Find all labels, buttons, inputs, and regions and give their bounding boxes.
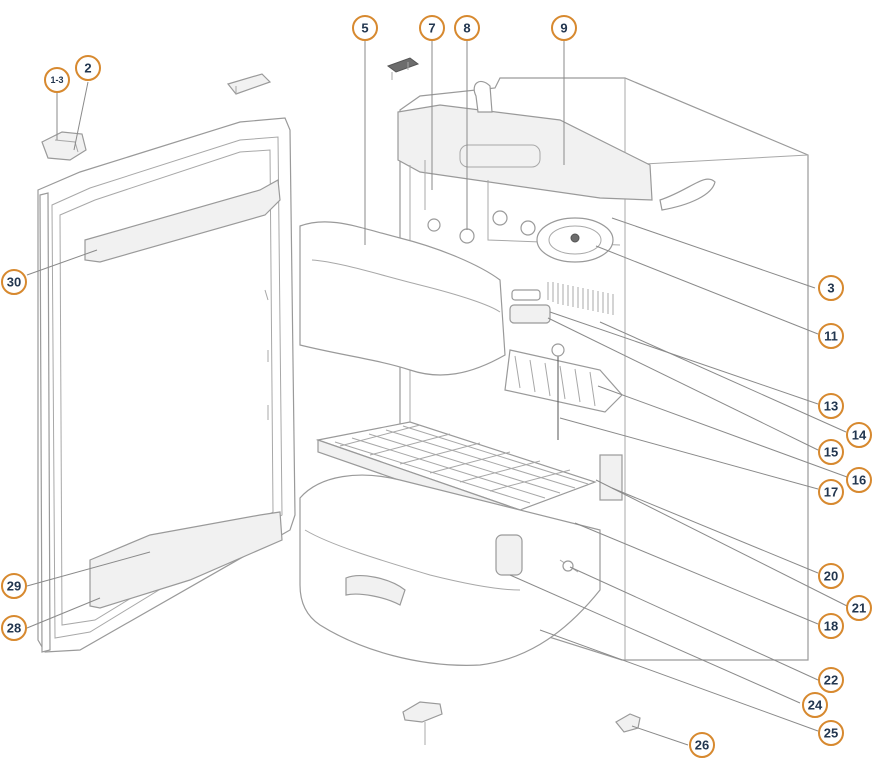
callout-30: 30	[1, 269, 27, 295]
callout-2: 2	[75, 55, 101, 81]
callout-16-label: 16	[852, 473, 866, 488]
callout-5: 5	[352, 15, 378, 41]
callout-8: 8	[454, 15, 480, 41]
callout-3-label: 3	[827, 281, 834, 296]
callout-29: 29	[1, 573, 27, 599]
callout-11: 11	[818, 323, 844, 349]
callout-16: 16	[846, 467, 872, 493]
callout-8-label: 8	[463, 21, 470, 36]
callout-18-label: 18	[824, 619, 838, 634]
callout-28-label: 28	[7, 621, 21, 636]
callout-30-label: 30	[7, 275, 21, 290]
callout-21: 21	[846, 595, 872, 621]
callout-13: 13	[818, 393, 844, 419]
callout-22: 22	[818, 667, 844, 693]
callout-2-label: 2	[84, 61, 91, 76]
callout-9: 9	[551, 15, 577, 41]
evaporator-fins	[547, 282, 614, 315]
callout-17: 17	[818, 479, 844, 505]
callout-9-label: 9	[560, 21, 567, 36]
bottom-hinge-part	[402, 701, 641, 745]
clip-part	[386, 57, 420, 80]
callout-24-label: 24	[808, 698, 823, 713]
callout-24: 24	[802, 692, 828, 718]
callout-20: 20	[818, 563, 844, 589]
callout-14-label: 14	[852, 428, 867, 443]
crisper-drawer	[299, 474, 601, 666]
door-assembly	[37, 117, 296, 653]
callout-13-label: 13	[824, 399, 838, 414]
callout-20-label: 20	[824, 569, 838, 584]
callout-3: 3	[818, 275, 844, 301]
callout-25-label: 25	[824, 726, 838, 741]
callout-14: 14	[846, 422, 872, 448]
callout-26-label: 26	[695, 738, 709, 753]
door-stop-part	[226, 73, 272, 95]
fan-unit	[536, 217, 614, 263]
callout-21-label: 21	[852, 601, 866, 616]
callout-5-label: 5	[361, 21, 368, 36]
callout-11-label: 11	[824, 329, 838, 344]
door-hinge-part	[41, 131, 87, 161]
callout-1-3-label: 1-3	[50, 75, 63, 85]
callout-7: 7	[419, 15, 445, 41]
callout-22-label: 22	[824, 673, 838, 688]
callout-7-label: 7	[428, 21, 435, 36]
leader-lines	[26, 41, 848, 746]
callout-17-label: 17	[824, 485, 838, 500]
divider-panel	[299, 221, 506, 376]
callout-1-3: 1-3	[44, 67, 70, 93]
callout-labels: 1-3 2 5 7 8 9 30 3 11 13 14	[1, 15, 872, 758]
callout-26: 26	[689, 732, 715, 758]
callout-29-label: 29	[7, 579, 21, 594]
callout-15-label: 15	[824, 445, 838, 460]
callout-25: 25	[818, 720, 844, 746]
callout-18: 18	[818, 613, 844, 639]
callout-28: 28	[1, 615, 27, 641]
callout-15: 15	[818, 439, 844, 465]
